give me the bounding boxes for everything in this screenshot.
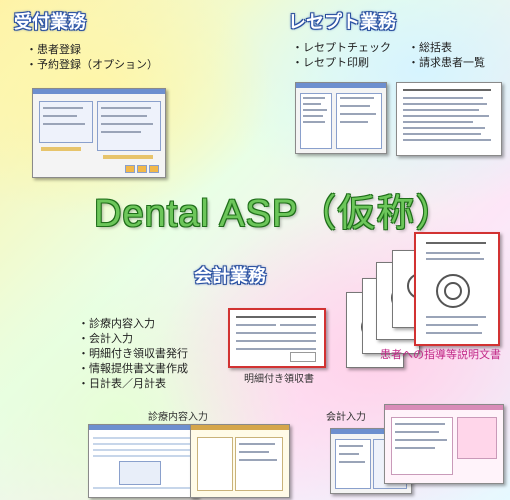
kaikei-screenshot-2: [384, 404, 504, 484]
receipt-list-left: レセプトチェック レセプト印刷: [292, 40, 391, 70]
uketsuke-title: 受付業務: [14, 12, 86, 33]
receipt-check-screenshot: [295, 82, 387, 154]
list-item: 会計入力: [78, 331, 188, 346]
list-item: 日計表／月計表: [78, 376, 188, 391]
uketsuke-list: 患者登録 予約登録（オプション）: [26, 42, 158, 72]
shinryo-caption: 診療内容入力: [148, 412, 208, 423]
kaikei-title: 会計業務: [194, 266, 266, 287]
list-item: 予約登録（オプション）: [26, 57, 158, 72]
receipt-title: レセプト業務: [288, 12, 396, 33]
list-item: 明細付き領収書発行: [78, 346, 188, 361]
kaikei-input-caption: 会計入力: [326, 412, 366, 423]
shinryo-screenshot-1: [88, 424, 198, 498]
list-item: 総括表: [408, 40, 485, 55]
kaikei-list: 診療内容入力 会計入力 明細付き領収書発行 情報提供書文書作成 日計表／月計表: [78, 316, 188, 391]
list-item: レセプト印刷: [292, 55, 391, 70]
list-item: 情報提供書文書作成: [78, 361, 188, 376]
uketsuke-screenshot: [32, 88, 166, 178]
shinryo-screenshot-2: [190, 424, 290, 498]
receipt-list-screenshot: [396, 82, 502, 156]
patient-docs-caption: 患者への指導等説明文書: [380, 348, 501, 361]
receipt-detail-caption: 明細付き領収書: [244, 374, 314, 385]
main-title: Dental ASP（仮称）: [94, 193, 455, 235]
list-item: レセプトチェック: [292, 40, 391, 55]
list-item: 請求患者一覧: [408, 55, 485, 70]
list-item: 診療内容入力: [78, 316, 188, 331]
patient-document-image: [414, 232, 500, 346]
receipt-document-image: [228, 308, 326, 368]
receipt-list-right: 総括表 請求患者一覧: [408, 40, 485, 70]
list-item: 患者登録: [26, 42, 158, 57]
